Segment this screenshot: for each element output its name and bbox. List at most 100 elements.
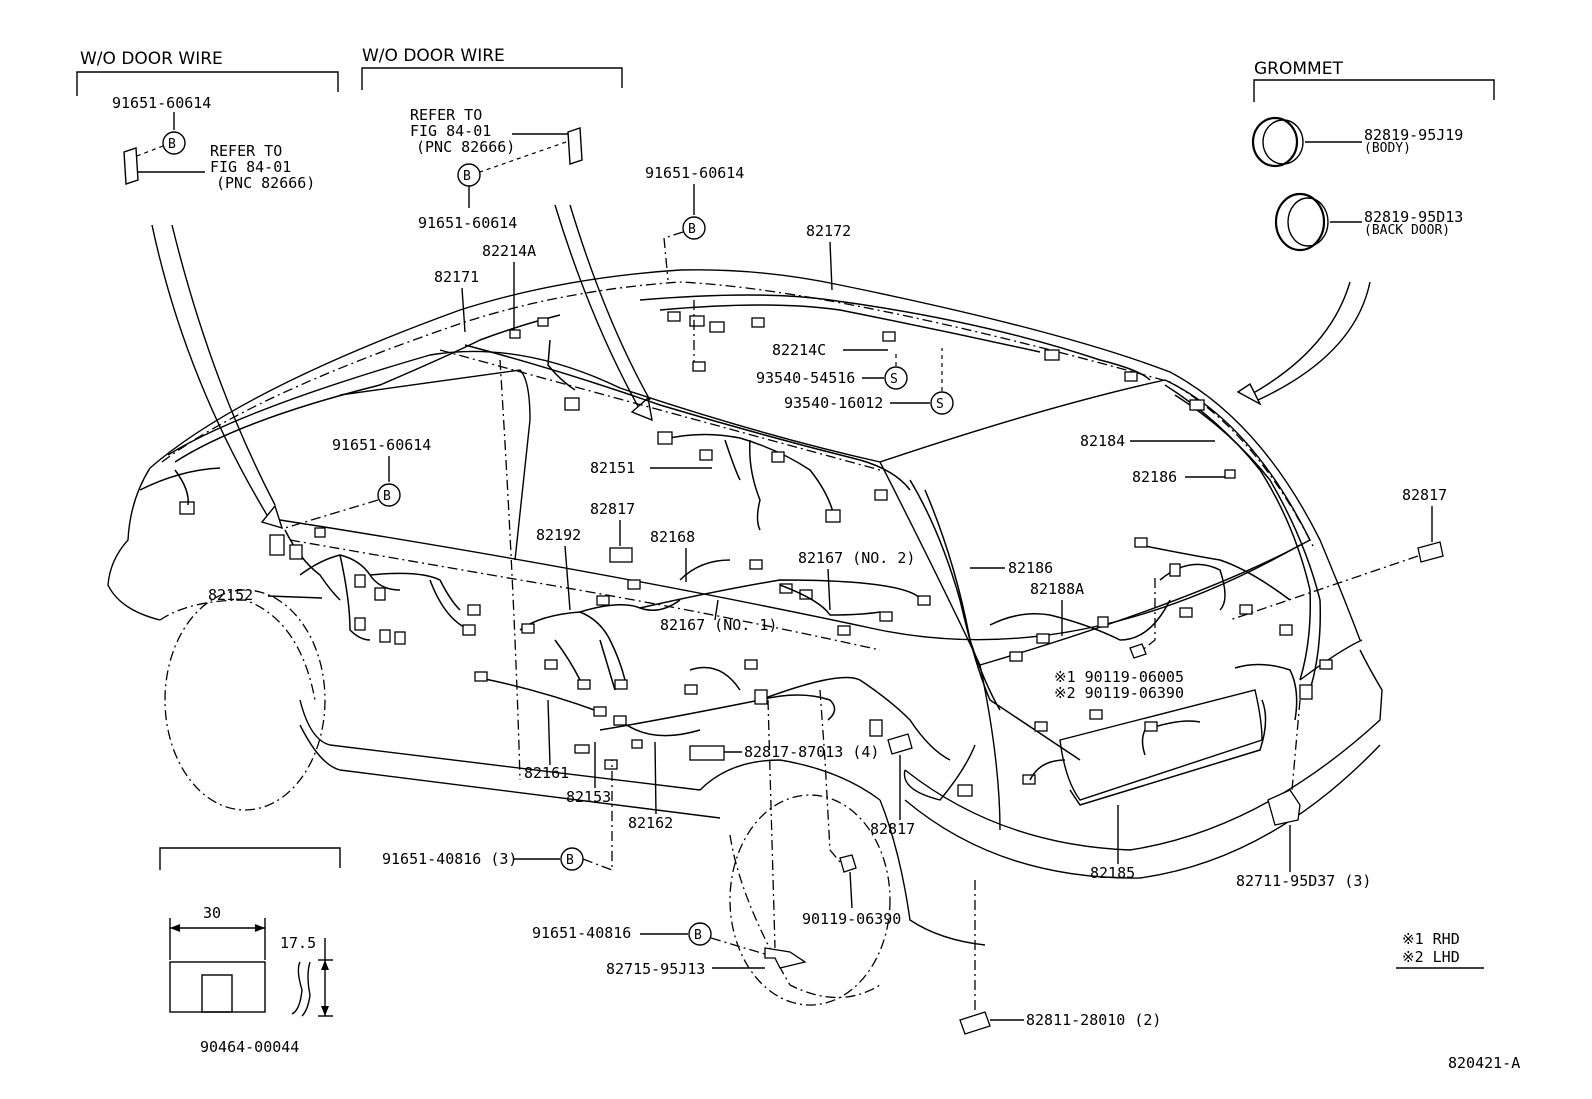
part-label: 91651-60614	[112, 94, 211, 112]
part-label: 82214C	[772, 341, 826, 359]
rear-harness-82185	[957, 663, 1298, 806]
part-label: 90119-06390	[802, 910, 901, 928]
part-label: 82188A	[1030, 580, 1084, 598]
part-label: 82817	[590, 500, 635, 518]
bracket-82715	[764, 947, 807, 969]
pad-82817	[1417, 541, 1444, 563]
back-door-harness-82184	[909, 384, 1322, 761]
legend: ※1 RHD ※2 LHD	[1396, 930, 1484, 969]
svg-text:(PNC 82666): (PNC 82666)	[416, 138, 515, 156]
grommet-part: 82819-95D13	[1364, 208, 1463, 226]
svg-text:FIG 84-01: FIG 84-01	[210, 158, 291, 176]
back-door-harness-82188a	[989, 537, 1333, 670]
detail-top-left: 91651-60614 B REFER TO FIG 84-01 (PNC 82…	[112, 94, 315, 530]
header-wo-door-wire-left: W/O DOOR WIRE	[76, 49, 339, 96]
part-label: 91651-60614	[645, 164, 744, 182]
b-symbol-icon	[688, 922, 712, 946]
bolt-90119	[839, 854, 857, 873]
part-label: 82711-95D37 (3)	[1236, 872, 1371, 890]
pad-82817-87013	[689, 745, 725, 761]
part-label: 82811-28010 (2)	[1026, 1011, 1161, 1029]
part-label: 82171	[434, 268, 479, 286]
part-label: 90464-00044	[200, 1038, 299, 1056]
pad-82811	[959, 1011, 991, 1035]
svg-text:(BODY): (BODY)	[1364, 141, 1411, 156]
part-label: 82186	[1008, 559, 1053, 577]
part-label: 82184	[1080, 432, 1125, 450]
detail-bottom-left: 30 17.5 90464-00044	[159, 847, 341, 1056]
floor-harness-82192	[519, 559, 931, 691]
grommet-detail: 82819-95J19 (BODY) 82819-95D13 (BACK DOO…	[1236, 116, 1463, 406]
header-label: W/O DOOR WIRE	[362, 46, 505, 66]
s-symbol-icon	[884, 366, 908, 390]
floor-harness-82161	[474, 671, 607, 717]
part-label: 82152	[208, 586, 253, 604]
part-label: 82153	[566, 788, 611, 806]
part-label: 93540-54516	[756, 369, 855, 387]
part-label: 82161	[524, 764, 569, 782]
part-label: 82185	[1090, 864, 1135, 882]
b-symbol-icon	[377, 483, 401, 507]
roof-harness-82171	[174, 314, 911, 515]
svg-text:B: B	[463, 169, 471, 184]
floor-harness-82162	[574, 659, 951, 770]
svg-text:S: S	[936, 397, 944, 412]
part-label: 82817	[870, 820, 915, 838]
roof-harness-82172	[639, 294, 1151, 382]
part-label: 82151	[590, 459, 635, 477]
part-label: 91651-60614	[332, 436, 431, 454]
svg-text:(PNC 82666): (PNC 82666)	[216, 174, 315, 192]
part-label: 82167 (NO. 2)	[798, 549, 915, 567]
side-harness-82152	[269, 527, 481, 645]
b-symbol-icon	[162, 131, 186, 155]
part-label: 82214A	[482, 242, 536, 260]
part-label: 91651-40816 (3)	[382, 850, 517, 868]
b-symbol-icon	[682, 216, 706, 240]
svg-text:FIG 84-01: FIG 84-01	[410, 122, 491, 140]
s-symbol-icon	[930, 391, 954, 415]
clip-icon	[567, 127, 583, 165]
part-label: ※1 90119-06005	[1054, 668, 1184, 686]
clip-icon	[123, 147, 139, 185]
quarter-harness-82151	[657, 431, 888, 531]
svg-text:B: B	[688, 222, 696, 237]
part-label: 82192	[536, 526, 581, 544]
bolt-icon	[1129, 643, 1147, 659]
part-label: 82162	[628, 814, 673, 832]
grommet-part: 82819-95J19	[1364, 126, 1463, 144]
figure-id: 820421-A	[1448, 1054, 1520, 1072]
part-label: 82817-87013 (4)	[744, 743, 879, 761]
part-label: 82168	[650, 528, 695, 546]
header-label: W/O DOOR WIRE	[80, 49, 223, 69]
header-label: GROMMET	[1254, 59, 1343, 79]
legend-lhd: ※2 LHD	[1402, 948, 1460, 966]
svg-text:B: B	[383, 489, 391, 504]
dimension-width: 30	[203, 904, 221, 922]
part-label: 82817	[1402, 486, 1447, 504]
svg-text:REFER TO: REFER TO	[210, 142, 282, 160]
svg-text:(BACK DOOR): (BACK DOOR)	[1364, 223, 1450, 238]
svg-text:B: B	[168, 137, 176, 152]
part-label: 82715-95J13	[606, 960, 705, 978]
part-label: 82167 (NO. 1)	[660, 616, 777, 634]
clamp-82711	[1267, 789, 1301, 826]
header-wo-door-wire-mid: W/O DOOR WIRE	[361, 46, 623, 90]
svg-text:B: B	[566, 853, 574, 868]
pad-82817	[887, 733, 913, 755]
part-label: 93540-16012	[784, 394, 883, 412]
svg-text:S: S	[890, 372, 898, 387]
header-grommet: GROMMET	[1253, 59, 1495, 102]
legend-rhd: ※1 RHD	[1402, 930, 1460, 948]
vehicle-body	[107, 269, 1383, 1006]
svg-text:91651-60614: 91651-60614	[418, 214, 517, 232]
detail-top-mid: REFER TO FIG 84-01 (PNC 82666) B 91651-6…	[410, 106, 653, 422]
svg-text:B: B	[694, 928, 702, 943]
part-label: 82186	[1132, 468, 1177, 486]
svg-text:REFER TO: REFER TO	[410, 106, 482, 124]
labels: 91651-60614 B 82172 82214A 82171 82214C …	[208, 164, 1447, 1029]
dimension-height: 17.5	[280, 934, 316, 952]
part-label: ※2 90119-06390	[1054, 684, 1184, 702]
pad-82817	[609, 547, 633, 563]
part-label: 82172	[806, 222, 851, 240]
